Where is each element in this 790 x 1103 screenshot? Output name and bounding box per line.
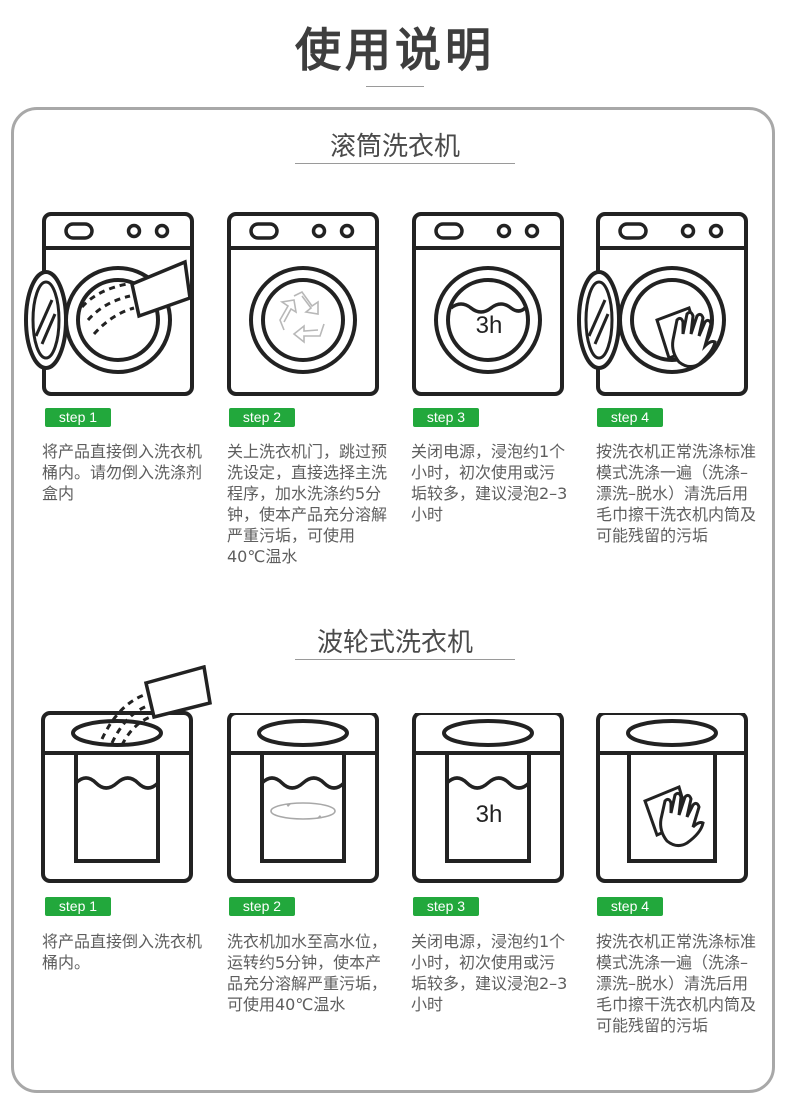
step-4-description: 按洗衣机正常洗涤标准模式洗涤一遍（洗涤–漂洗–脱水）清洗后用毛巾擦干洗衣机内筒及… [596,442,757,545]
step-1-badge: step 1 [45,897,111,916]
front-loader-wipe-icon [577,212,748,396]
front-loader-pour-icon [24,212,194,396]
step-4-description: 按洗衣机正常洗涤标准模式洗涤一遍（洗涤–漂洗–脱水）清洗后用毛巾擦干洗衣机内筒及… [596,932,757,1035]
section-title-front-loader: 滚筒洗衣机 [329,132,460,162]
soak-duration-label: 3h [475,801,503,828]
section-title-top-loader: 波轮式洗衣机 [316,628,473,658]
step-4-badge: step 4 [597,897,663,916]
step-3-description: 关闭电源，浸泡约1个小时，初次使用或污垢较多，建议浸泡2–3小时 [411,932,568,1014]
step-3-description: 关闭电源，浸泡约1个小时，初次使用或污垢较多，建议浸泡2–3小时 [411,442,568,524]
page-title: 使用说明 [295,23,495,77]
title-divider [366,86,424,87]
section-divider [295,659,515,660]
step-1-badge: step 1 [45,408,111,427]
top-loader-pour-icon [41,665,212,883]
front-loader-recycle-icon [227,212,379,396]
top-loader-wipe-icon [596,713,748,883]
recycle-icon [279,290,325,344]
step-3-badge: step 3 [413,408,479,427]
step-2-description: 关上洗衣机门，跳过预洗设定，直接选择主洗程序，加水洗涤约5分钟，使本产品充分溶解… [227,442,388,566]
step-1-description: 将产品直接倒入洗衣机桶内。 [42,932,203,972]
section-divider [295,163,515,164]
front-loader-soak-icon [412,212,564,396]
top-loader-spin-icon [227,713,379,883]
step-2-description: 洗衣机加水至高水位，运转约5分钟，使本产品充分溶解严重污垢，可使用40℃温水 [227,932,388,1014]
instructions-panel [11,107,775,1093]
step-2-badge: step 2 [229,897,295,916]
step-2-badge: step 2 [229,408,295,427]
step-4-badge: step 4 [597,408,663,427]
step-1-description: 将产品直接倒入洗衣机桶内。请勿倒入洗涤剂盒内 [42,442,203,503]
step-3-badge: step 3 [413,897,479,916]
top-loader-soak-icon [412,713,564,883]
soak-duration-label: 3h [475,312,503,339]
